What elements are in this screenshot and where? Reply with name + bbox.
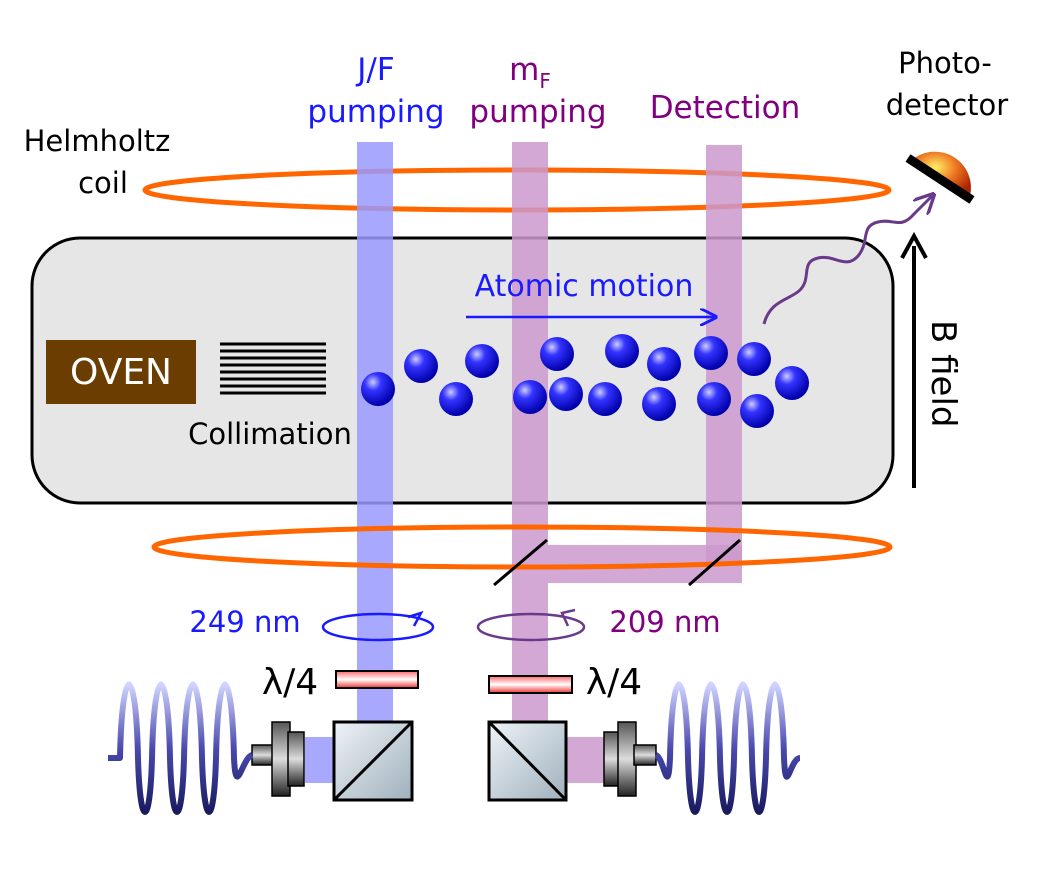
atom-icon xyxy=(775,366,809,400)
oven xyxy=(46,340,196,404)
polarization-arrowhead-249 xyxy=(407,610,424,627)
optical-fiber-icon xyxy=(108,681,254,815)
mf-pumping-beam xyxy=(512,142,548,722)
atom-icon xyxy=(697,382,731,416)
mf-fiber-beam xyxy=(566,737,610,783)
helmholtz-label-line1: Helmholtz xyxy=(24,124,171,158)
mirror-right xyxy=(688,538,741,587)
photodetector-icon xyxy=(905,151,975,204)
jf-label-line1: J/F xyxy=(355,52,394,88)
quarter-wave-plate-icon xyxy=(488,675,573,694)
atom-cloud xyxy=(361,334,809,428)
oven-label: OVEN xyxy=(70,352,172,393)
photodetector-label-line2: detector xyxy=(886,88,1009,122)
photodetector-label-line1: Photo- xyxy=(898,46,992,80)
atom-icon xyxy=(439,382,473,416)
b-field-arrowhead xyxy=(900,231,928,259)
waveplate-right-label: λ/4 xyxy=(586,662,642,703)
mf-label-line2: pumping xyxy=(469,94,606,130)
atom-icon xyxy=(694,336,728,370)
polarizing-beam-splitter-icon xyxy=(487,720,568,802)
wavelength-249-label: 249 nm xyxy=(189,605,300,639)
jf-label-line2: pumping xyxy=(307,94,444,130)
jf-pumping-beam xyxy=(357,142,393,722)
collimation-label: Collimation xyxy=(188,417,352,451)
atom-icon xyxy=(740,394,774,428)
atom-icon xyxy=(361,372,395,406)
atom-icon xyxy=(737,342,771,376)
fiber-connector-left xyxy=(251,721,305,797)
atom-icon xyxy=(642,387,676,421)
atom-icon xyxy=(540,337,574,371)
mf-subscript: F xyxy=(539,69,551,93)
detection-label: Detection xyxy=(650,90,801,126)
fiber-connector-right xyxy=(603,721,657,797)
mf-symbol: m xyxy=(509,52,539,88)
b-field-label: B field xyxy=(923,320,963,428)
atom-icon xyxy=(605,334,639,368)
polarizing-beam-splitter-icon xyxy=(332,720,414,802)
atom-icon xyxy=(465,344,499,378)
atom-icon xyxy=(549,377,583,411)
mf-label-line1: mF xyxy=(509,52,551,93)
mirror-left xyxy=(493,538,548,587)
atomic-motion-label: Atomic motion xyxy=(475,269,694,304)
atom-icon xyxy=(647,347,681,381)
helmholtz-label-line2: coil xyxy=(78,166,128,200)
waveplate-left-label: λ/4 xyxy=(262,662,318,703)
fluorescence-photon-arrow xyxy=(762,196,932,325)
helmholtz-coil-bottom xyxy=(151,524,893,570)
polarization-ellipse-209 xyxy=(476,612,586,642)
atom-icon xyxy=(404,349,438,383)
wavelength-209-label: 209 nm xyxy=(609,605,720,639)
quarter-wave-plate-icon xyxy=(335,670,419,689)
collimator-icon xyxy=(220,342,326,395)
polarization-arrowhead-209 xyxy=(560,608,576,627)
atom-icon xyxy=(513,380,547,414)
atom-icon xyxy=(588,382,622,416)
optical-fiber-icon xyxy=(654,681,802,815)
vacuum-chamber xyxy=(30,236,895,505)
polarization-ellipse-249 xyxy=(321,612,435,642)
